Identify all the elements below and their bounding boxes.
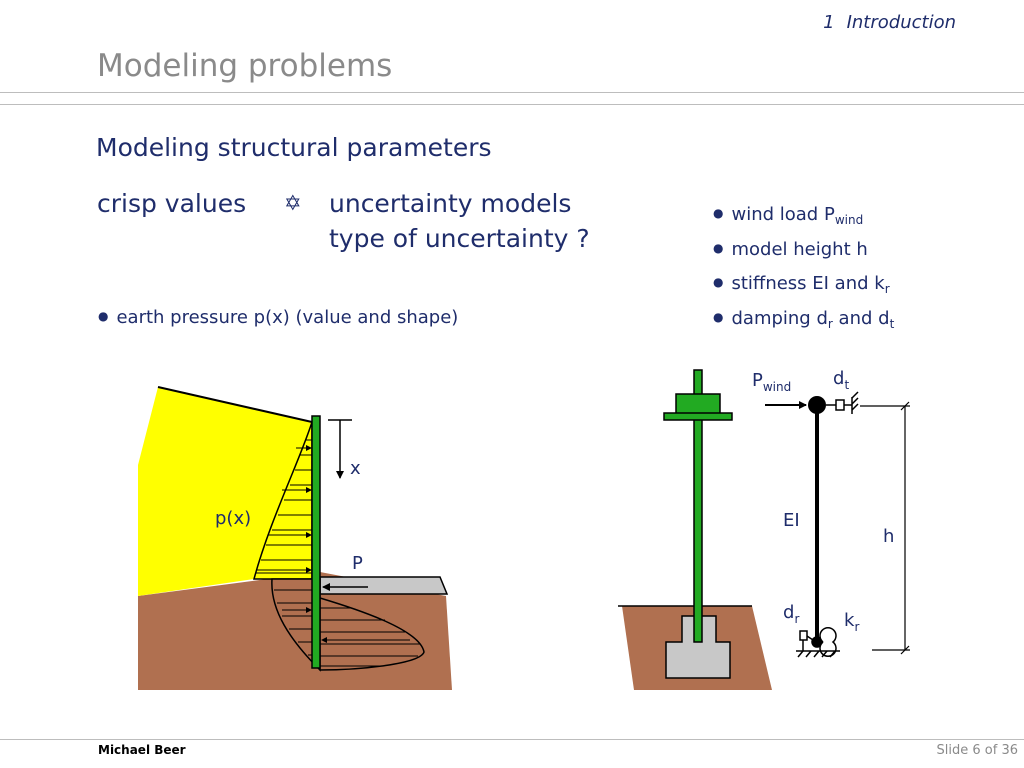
bullet-subscript: r	[884, 282, 890, 296]
dt-label: dt	[833, 368, 849, 392]
height-dimension	[860, 401, 910, 655]
bullet-wind-load: ● wind load Pwind	[713, 204, 864, 227]
passive-pressure-distribution	[271, 578, 425, 672]
excavation-surface	[319, 576, 449, 595]
passive-pressure-hatching	[274, 589, 420, 667]
bullet-subscript: t	[889, 317, 895, 331]
bullet-damping: ● damping dr and dt	[713, 308, 895, 331]
bullet-dot: ●	[713, 310, 724, 324]
footer-divider	[0, 739, 1024, 740]
top-damper-icon	[826, 391, 859, 414]
tower-shaft	[693, 369, 703, 643]
slide-subtitle: Modeling structural parameters	[96, 133, 492, 162]
bullet-subscript: r	[827, 317, 833, 331]
title-divider	[0, 92, 1024, 93]
bullet-dot: ●	[713, 275, 724, 289]
x-label: x	[350, 458, 361, 479]
slide-number: Slide 6 of 36	[936, 743, 1018, 758]
sheet-pile-wall	[311, 415, 321, 669]
px-label: p(x)	[215, 508, 251, 529]
transition-symbol: ✡	[284, 191, 302, 215]
ei-label: EI	[783, 510, 800, 531]
tower-diagram	[618, 369, 772, 690]
footer-author: Michael Beer	[98, 743, 186, 757]
bullet-dot: ●	[98, 309, 109, 323]
title-divider-lower	[0, 104, 1024, 105]
tower-platform	[663, 412, 733, 421]
structural-model-diagram: Pwind dt EI h	[752, 368, 910, 658]
bullet-text: stiffness EI and k	[731, 273, 885, 294]
bullet-dot: ●	[713, 241, 724, 255]
foundation-block	[665, 615, 731, 679]
section-title: Introduction	[846, 12, 956, 33]
bullet-dot: ●	[713, 206, 724, 220]
top-mass-node	[808, 396, 826, 414]
backfill-surface	[157, 386, 313, 423]
active-pressure-hatching	[256, 439, 312, 574]
active-pressure-distribution	[253, 421, 313, 580]
uncertainty-type-text: type of uncertainty ?	[329, 224, 590, 253]
uncertainty-models-text: uncertainty models	[329, 189, 572, 218]
retaining-wall-diagram: x p(x) P	[138, 386, 452, 690]
bullet-earth-pressure: ● earth pressure p(x) (value and shape)	[98, 307, 458, 328]
bullet-model-height: ● model height h	[713, 239, 868, 260]
bullet-stiffness: ● stiffness EI and kr	[713, 273, 890, 296]
kr-label: kr	[844, 610, 859, 634]
section-indicator: 1 Introduction	[823, 12, 956, 33]
bullet-text: wind load P	[731, 204, 835, 225]
bullet-text: model height h	[731, 239, 868, 260]
bullet-subscript: wind	[834, 213, 864, 227]
pressure-arrows	[256, 445, 410, 643]
wind-load-label: Pwind	[752, 370, 791, 394]
bullet-text: damping d	[731, 308, 828, 329]
base-support-icon	[796, 627, 840, 658]
tower-head	[675, 393, 721, 415]
force-p-label: P	[352, 553, 363, 574]
h-label: h	[883, 526, 894, 547]
bullet-text-and: and d	[832, 308, 890, 329]
crisp-values-text: crisp values	[97, 189, 247, 218]
dr-label: dr	[783, 602, 799, 626]
page-title: Modeling problems	[97, 48, 393, 84]
bullet-text: earth pressure p(x) (value and shape)	[116, 307, 459, 328]
section-number: 1	[823, 12, 835, 33]
